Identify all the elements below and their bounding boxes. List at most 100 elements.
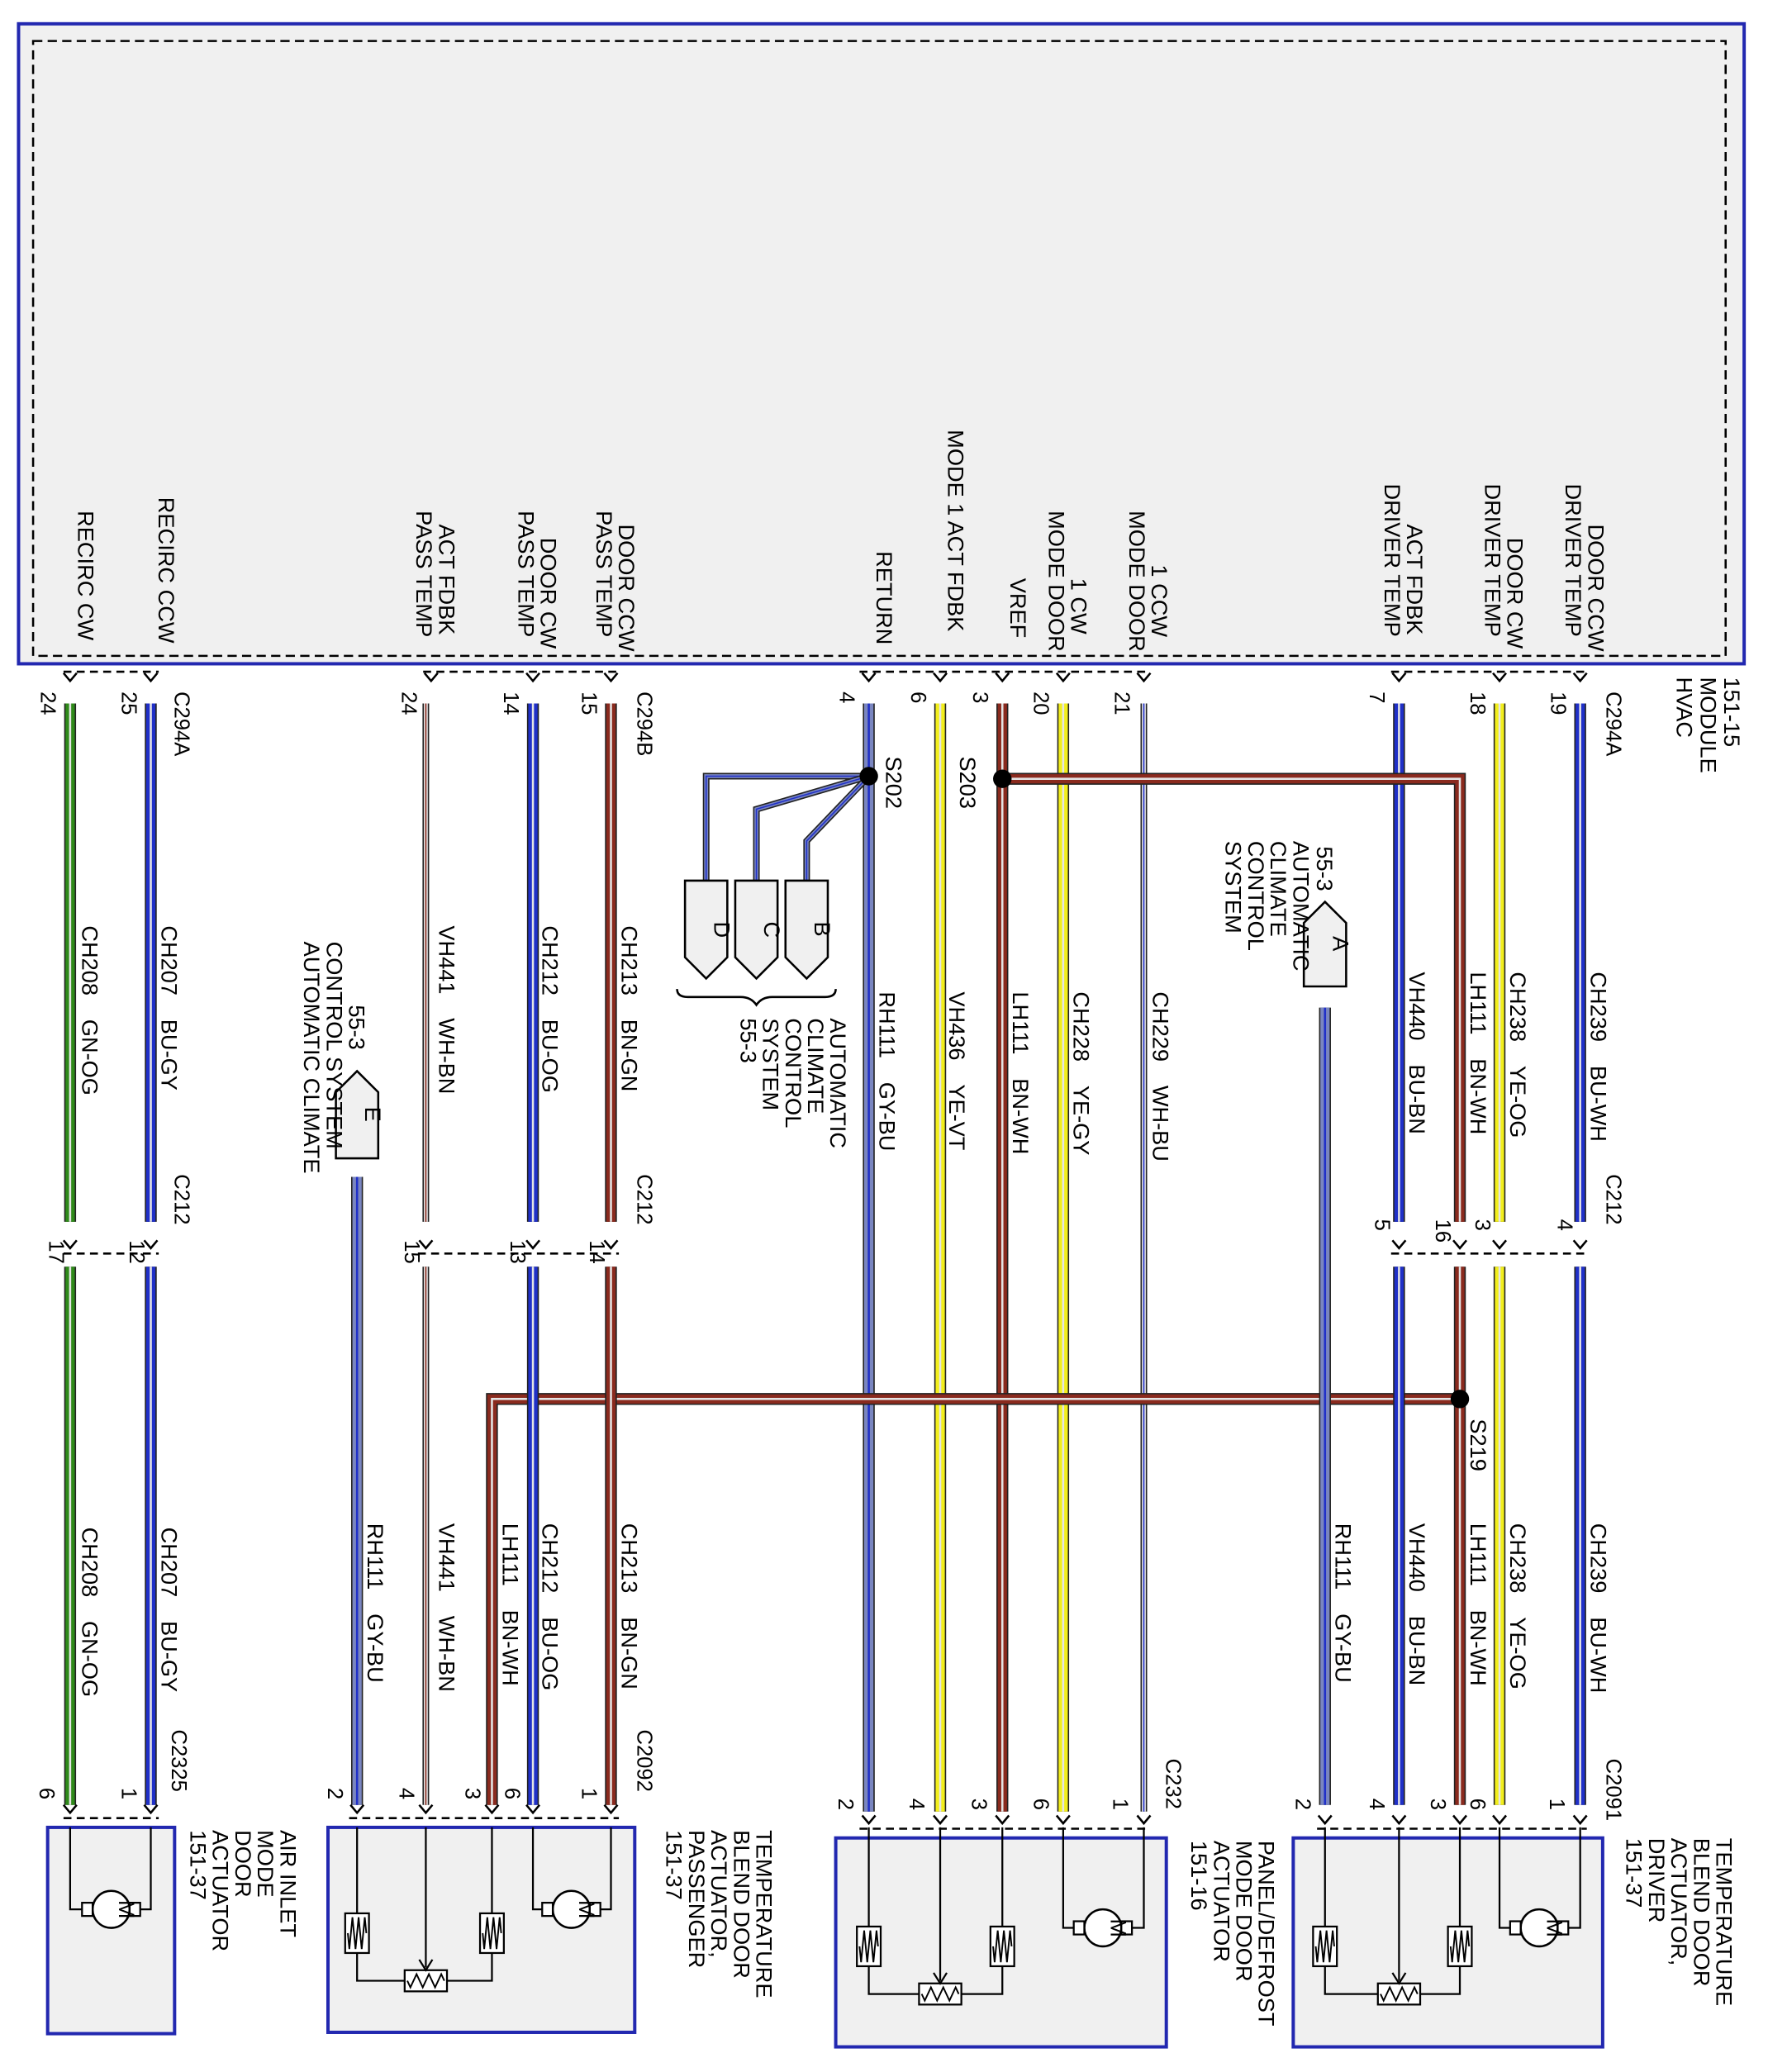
wire-color-code: WH-BU xyxy=(1148,1086,1174,1162)
c212-chevron-2 xyxy=(418,1239,434,1250)
actuator-driver-chevron-1 xyxy=(1391,1814,1407,1826)
module-pin-chevron-5 xyxy=(861,672,877,683)
actuator-passenger-pin-2: 3 xyxy=(460,1788,483,1799)
wire-circuit: VH436 xyxy=(944,991,970,1060)
ref-right-line-1: CLIMATE xyxy=(1266,841,1291,937)
wire-color-code: BU-WH xyxy=(1585,1617,1611,1693)
actuator-panel-defrost-pin-1: 4 xyxy=(905,1799,928,1810)
wire-s202-to-c xyxy=(753,772,870,881)
wire-color-code: WH-BN xyxy=(434,1616,459,1692)
pin-number-3: 14 xyxy=(499,691,522,715)
wire-label-lower-5: CH212BU-OG xyxy=(537,1523,563,1691)
wire-s202-to-b-stripe xyxy=(806,775,870,881)
actuator-passenger-pin-3: 6 xyxy=(500,1788,523,1799)
actuator-driver-connector: C2091 xyxy=(1602,1759,1625,1821)
actuator-driver-pot-wiper-arrow xyxy=(1391,1972,1407,1985)
c212-chevron-4 xyxy=(603,1239,619,1250)
actuator-panel-defrost-motor-lead-right xyxy=(1132,1827,1145,1929)
wire-circuit: VH440 xyxy=(1404,972,1430,1040)
module-pin-chevron-11 xyxy=(1492,672,1508,683)
wire-s202-to-d-core xyxy=(704,774,869,881)
wire-label-upper-1: CH207BU-GY xyxy=(156,925,182,1091)
ref-middle-brace xyxy=(676,989,837,1007)
actuator-air-inlet-line-4: 151-37 xyxy=(186,1830,211,1900)
hvac-module: HVAC MODULE 151-15 xyxy=(17,21,1747,773)
splice-dot-0 xyxy=(859,767,878,786)
module-pin-chevron-7 xyxy=(995,672,1010,683)
c212-chevron-6 xyxy=(1452,1239,1468,1250)
wire-label-lower-2: RH111GY-BU xyxy=(363,1523,388,1683)
pin-label-11-1: DOOR CW xyxy=(1503,538,1528,649)
wire-circuit: RH111 xyxy=(1331,1523,1357,1590)
actuator-passenger-line-0: TEMPERATURE xyxy=(752,1830,777,1998)
pin-label-11-0: DRIVER TEMP xyxy=(1480,483,1505,636)
c212-label-left: C212 xyxy=(169,1174,192,1224)
actuator-passenger-pin-4: 1 xyxy=(577,1788,600,1799)
c212-pin-5: 5 xyxy=(1371,1219,1394,1231)
pin-number-9: 21 xyxy=(1110,691,1133,715)
module-pin-chevron-3 xyxy=(525,672,541,683)
actuator-passenger-line-3: PASSENGER xyxy=(684,1830,710,1968)
actuator-panel-defrost-motor-symbol: M xyxy=(1105,1918,1131,1937)
wire-label-lower-4: LH111BN-WH xyxy=(497,1523,523,1686)
actuator-panel-defrost-chevron-1 xyxy=(933,1814,948,1826)
wire-label-lower-0: CH208GN-OG xyxy=(77,1528,102,1698)
pin-number-0: 24 xyxy=(36,691,59,715)
actuator-driver-pin-4: 1 xyxy=(1545,1799,1568,1810)
actuator-air-inlet-chevron-b xyxy=(143,1803,159,1815)
module-pin-chevron-0 xyxy=(62,672,78,683)
wire-label-upper-2: VH441WH-BN xyxy=(434,925,459,1094)
ref-middle-line-2: CONTROL xyxy=(781,1018,806,1128)
c212-pin-2: 15 xyxy=(400,1240,423,1263)
wire-label-upper-4: CH213BN-GN xyxy=(616,925,642,1091)
pin-number-11: 18 xyxy=(1466,691,1489,715)
actuator-air-inlet-pin-b: 1 xyxy=(116,1788,140,1799)
wire-color-code: WH-BN xyxy=(434,1018,459,1094)
actuator-driver-chevron-4 xyxy=(1572,1814,1588,1826)
actuator-passenger-line-2: ACTUATOR, xyxy=(706,1830,732,1958)
wire-lower-4-stripe xyxy=(491,1398,1461,1805)
wire-label-lower-11: CH239BU-WH xyxy=(1585,1523,1611,1694)
c212-pin-8: 4 xyxy=(1552,1219,1576,1231)
c212-chevron-0 xyxy=(62,1239,78,1250)
c212-label-center: C212 xyxy=(633,1174,656,1224)
wire-circuit: CH208 xyxy=(77,1528,102,1598)
wire-circuit: CH213 xyxy=(616,1523,642,1594)
pin-number-7: 3 xyxy=(968,691,991,703)
wire-circuit: VH441 xyxy=(434,1523,459,1592)
wire-circuit: VH440 xyxy=(1404,1523,1430,1592)
wire-circuit: CH212 xyxy=(537,925,563,996)
wire-circuit: LH111 xyxy=(1008,991,1034,1054)
ref-c-flag-shape xyxy=(734,879,779,981)
wire-color-code: GY-BU xyxy=(874,1082,900,1152)
actuator-passenger-pot-bottom-right xyxy=(447,1952,493,1982)
c212-pin-0: 17 xyxy=(44,1240,67,1263)
pin-number-10: 7 xyxy=(1365,691,1388,703)
c212-pin-6: 16 xyxy=(1431,1219,1454,1243)
pin-label-9-1: 1 CCW xyxy=(1147,564,1172,637)
wire-circuit: CH208 xyxy=(77,925,102,996)
actuator-driver-line-3: DRIVER xyxy=(1644,1838,1670,1923)
pin-number-6: 6 xyxy=(906,691,929,703)
wire-circuit: LH111 xyxy=(1466,1523,1491,1586)
actuator-panel-defrost-pin-4: 1 xyxy=(1109,1799,1132,1810)
actuator-panel-defrost-chevron-4 xyxy=(1136,1814,1152,1826)
wire-circuit: CH207 xyxy=(156,1528,182,1598)
wire-label-lower-10: CH238YE-OG xyxy=(1505,1523,1531,1689)
wire-label-upper-6: VH436YE-VT xyxy=(944,991,970,1150)
wire-label-upper-13: CH239BU-WH xyxy=(1585,972,1611,1142)
wire-label-lower-1: CH207BU-GY xyxy=(156,1528,182,1693)
actuator-panel-defrost-pot-res-left-zigzag xyxy=(858,1930,879,1963)
actuator-panel-defrost-line-0: PANEL/DEFROST xyxy=(1254,1841,1280,2027)
actuator-driver-motor-brush-left xyxy=(1509,1920,1522,1936)
c212-pin-3: 13 xyxy=(506,1240,529,1263)
connector-c294a-left: C294A xyxy=(169,691,192,757)
actuator-driver-pot-bottom-left xyxy=(1324,1965,1378,1995)
actuator-air-inlet-pin-a: 6 xyxy=(35,1788,58,1799)
actuator-passenger-chevron-2 xyxy=(484,1803,500,1815)
splice-dot-1 xyxy=(993,769,1012,788)
actuator-air-inlet-motor-lead-left xyxy=(69,1827,83,1911)
wire-circuit: CH239 xyxy=(1585,972,1611,1042)
